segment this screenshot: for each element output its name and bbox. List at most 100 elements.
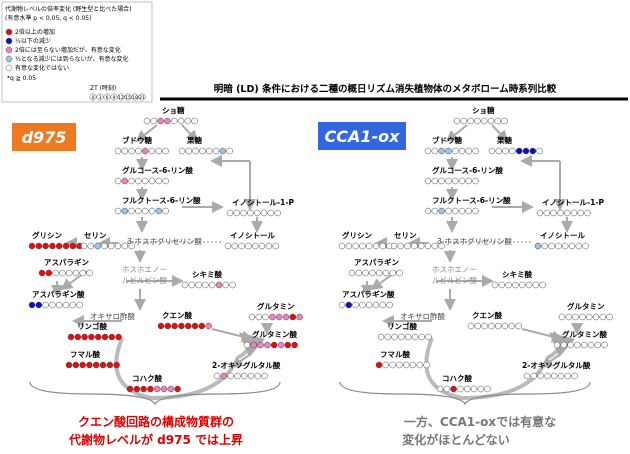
inositol1p-timepoint [563,209,571,217]
metabolite-succinate: コハク酸 [132,373,162,383]
fructose-timepoint [495,147,503,155]
glutamate-timepoint [277,341,285,349]
g6p-timepoint [155,177,163,185]
glycine-timepoint [352,242,359,250]
sucrose-timepoint [501,117,508,125]
asparagine-timepoint [59,269,66,277]
glycine-timepoint [365,242,373,250]
shikimate-timepoint [222,281,230,289]
fumarate-timepoint [416,361,424,369]
ccaox-label: CCA1-ox [325,127,401,146]
fumarate-timepoint [423,361,430,369]
fructose-timepoint [488,147,496,155]
g6p-timepoint [121,177,129,185]
metabolite-citrate: クエン酸 [472,310,502,320]
inositol-timepoint [245,242,252,250]
inositol1p-timepoint [226,209,234,217]
metabolite-oxaloacetate: オキサロ酢酸 [90,311,135,321]
glucose-timepoint [472,147,479,155]
glutamate-timepoint [601,341,608,349]
oxoglutarate-timepoint [247,372,255,380]
glutamine-timepoint [269,313,276,321]
citrate-timepoint [481,322,488,330]
g6p-timepoint [114,177,122,185]
f6p-timepoint [458,207,466,215]
legend-swatch [5,28,13,36]
f6p-timepoint [424,207,432,215]
glycine-timepoint [359,242,366,250]
metabolite-malate: リンゴ酸 [77,321,107,331]
legend-swatch [5,46,13,54]
aspartate-timepoint [372,301,380,309]
aspartate-timepoint [28,301,36,309]
serine-timepoint [101,242,108,250]
legend-zt-value: 21 [139,95,145,101]
fructose-timepoint [515,147,523,155]
citrate-timepoint [178,322,185,330]
citrate-timepoint [508,322,516,330]
fructose-timepoint [529,147,537,155]
glutamine-timepoint [606,313,613,321]
shikimate-timepoint [532,281,540,289]
glucose-timepoint [431,147,439,155]
aspartate-timepoint [35,301,43,309]
fumarate-timepoint [92,361,100,369]
shikimate-timepoint [539,281,546,289]
f6p-timepoint [141,207,149,215]
fumarate-timepoint [113,361,120,369]
glutamate-timepoint [594,341,602,349]
malate-timepoint [404,333,412,341]
legend-zt-circle [138,93,146,101]
aspartate-timepoint [345,301,353,309]
citrate-timepoint [191,322,199,330]
metabolite-glycine: グリシン [342,230,372,240]
glutamate-timepoint [243,341,251,349]
oxoglutarate-timepoint [261,372,268,380]
g6p-timepoint [465,177,473,185]
f6p-timepoint [128,207,135,215]
ccaox-brace [339,381,591,406]
oxoglutarate-timepoint [557,372,565,380]
inositol1p-timepoint [577,209,585,217]
succinate-timepoint [160,385,168,393]
glutamine-timepoint [558,313,566,321]
oxoglutarate-timepoint [544,372,551,380]
fumarate-timepoint [106,361,114,369]
f6p-timepoint [438,207,445,215]
metabolite-inositol: イノシトール [540,231,585,240]
inositol1p-timepoint [233,209,241,217]
metabolite-phosphoglycerate: 3-ホスホグリセリン酸 [437,236,512,246]
sucrose-timepoint [170,117,178,125]
inositol-timepoint [272,242,279,250]
g6p-timepoint [451,177,459,185]
glycine-timepoint [62,242,70,250]
ccaox-label-box [318,122,406,150]
metabolite-malate: リンゴ酸 [387,321,417,331]
aspartate-timepoint [386,301,393,309]
glutamine-timepoint [289,313,297,321]
shikimate-timepoint [202,281,209,289]
legend-zt-value: 18 [132,95,138,101]
inositol1p-timepoint [240,209,247,217]
citrate-timepoint [171,322,178,330]
aspartate-timepoint [365,301,373,309]
citrate-timepoint [205,322,212,330]
legend-item-label: 2倍以上の増加 [15,28,55,36]
inositol-timepoint [561,242,569,250]
sucrose-timepoint [453,117,461,125]
serine-timepoint [417,242,425,250]
inositol-timepoint [534,242,542,250]
legend-zt-value: 15 [125,95,131,101]
legend-swatch [5,64,13,72]
serine-timepoint [94,242,101,250]
oxoglutarate-timepoint [530,372,538,380]
fumarate-timepoint [99,361,107,369]
serine-timepoint [397,242,405,250]
succinate-timepoint [167,385,175,393]
metabolite-glutamine: グルタミン [567,301,605,311]
fructose-timepoint [502,147,509,155]
g6p-timepoint [148,177,156,185]
fumarate-timepoint [389,361,396,369]
glutamine-timepoint [579,313,586,321]
metabolite-inositol1p: イノシトール-1-P [542,198,604,207]
